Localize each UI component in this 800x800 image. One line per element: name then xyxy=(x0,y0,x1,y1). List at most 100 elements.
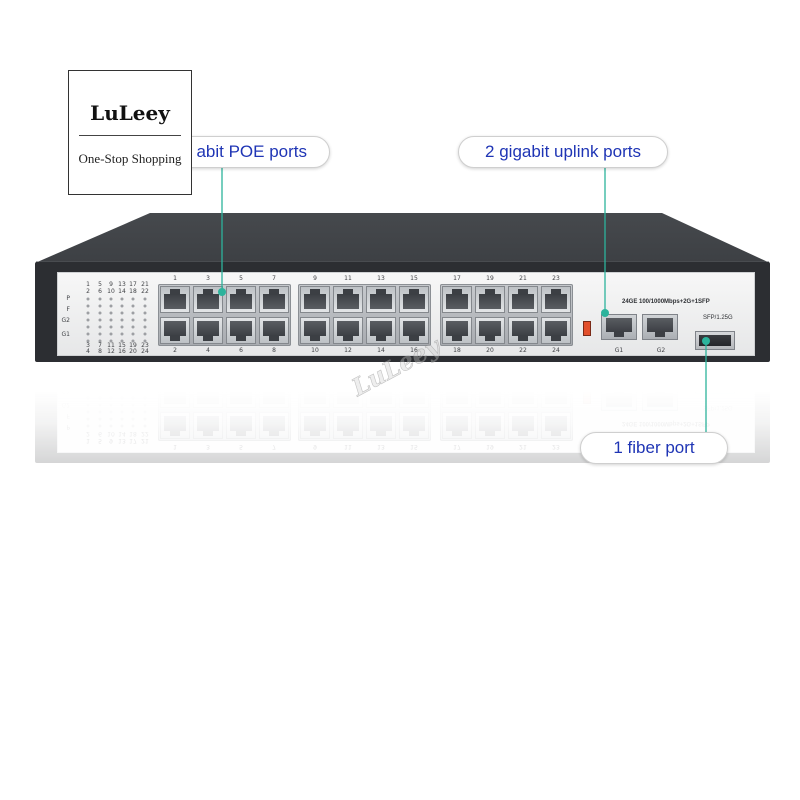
led-indicator xyxy=(143,297,147,301)
led-indicator xyxy=(131,297,135,301)
port-number-label: 15 xyxy=(410,275,418,282)
led-number-label: 3 xyxy=(86,342,90,349)
led-number-label: 16 xyxy=(118,348,126,355)
rj45-port xyxy=(508,317,538,344)
rj45-port xyxy=(259,317,289,344)
rj45-port xyxy=(366,286,396,313)
led-indicator xyxy=(120,304,124,308)
rj45-port xyxy=(300,317,330,344)
led-status-label: F xyxy=(66,306,70,313)
led-number-label: 4 xyxy=(86,348,90,355)
led-status-label: G1 xyxy=(61,331,70,338)
port-number-label: 6 xyxy=(239,347,243,354)
led-indicator xyxy=(143,332,147,336)
led-indicator xyxy=(131,325,135,329)
port-number-label: 7 xyxy=(272,275,276,282)
led-number-label: 8 xyxy=(98,348,102,355)
led-indicator xyxy=(120,339,124,343)
callout-fiber-port: 1 fiber port xyxy=(580,432,728,464)
led-number-label: 24 xyxy=(141,348,149,355)
led-indicator xyxy=(109,339,113,343)
callout-poe-text: abit POE ports xyxy=(196,142,307,161)
port-block xyxy=(298,284,431,346)
led-number-label: 18 xyxy=(129,288,137,295)
brand-name: LuLeey xyxy=(90,101,170,125)
port-number-label: 9 xyxy=(313,275,317,282)
brand-tagline: One-Stop Shopping xyxy=(78,151,182,166)
port-number-label: 2 xyxy=(173,347,177,354)
led-indicator xyxy=(86,318,90,322)
led-indicator xyxy=(86,304,90,308)
led-number-label: 23 xyxy=(141,342,149,349)
port-block xyxy=(440,284,573,346)
port-number-label: 3 xyxy=(206,275,210,282)
rj45-port xyxy=(160,286,190,313)
rj45-port xyxy=(300,286,330,313)
led-indicator xyxy=(98,297,102,301)
rj45-port xyxy=(366,317,396,344)
led-indicator xyxy=(109,332,113,336)
uplink-port-g1 xyxy=(601,314,637,340)
led-indicator xyxy=(109,297,113,301)
led-indicator xyxy=(131,318,135,322)
led-number-label: 7 xyxy=(98,342,102,349)
led-status-label: G2 xyxy=(61,317,70,324)
led-indicator xyxy=(86,311,90,315)
led-indicator xyxy=(86,339,90,343)
port-number-label: 16 xyxy=(410,347,418,354)
port-number-label: 1 xyxy=(173,275,177,282)
led-indicator xyxy=(86,325,90,329)
led-indicator xyxy=(131,332,135,336)
led-indicator xyxy=(109,304,113,308)
rj45-port xyxy=(333,317,363,344)
led-number-label: 15 xyxy=(118,342,126,349)
link-led-indicator xyxy=(584,322,590,335)
led-indicator xyxy=(120,332,124,336)
rj45-port xyxy=(160,317,190,344)
rj45-port xyxy=(442,317,472,344)
port-number-label: 21 xyxy=(519,275,527,282)
led-indicator xyxy=(109,311,113,315)
rj45-port xyxy=(399,317,429,344)
port-number-label: 4 xyxy=(206,347,210,354)
port-number-label: 11 xyxy=(344,275,352,282)
led-indicator xyxy=(143,318,147,322)
led-number-label: 1 xyxy=(86,281,90,288)
led-number-label: 10 xyxy=(107,288,115,295)
led-indicator xyxy=(120,297,124,301)
led-indicator xyxy=(109,318,113,322)
led-number-label: 21 xyxy=(141,281,149,288)
led-indicator xyxy=(131,339,135,343)
model-label: 24GE 100/1000Mbps+2G+1SFP xyxy=(622,299,710,305)
sfp-fiber-port xyxy=(695,331,735,350)
rj45-port xyxy=(442,286,472,313)
led-number-label: 2 xyxy=(86,288,90,295)
led-number-label: 6 xyxy=(98,288,102,295)
callout-fiber-text: 1 fiber port xyxy=(613,438,695,457)
rj45-port xyxy=(541,317,571,344)
led-number-label: 9 xyxy=(109,281,113,288)
led-indicator xyxy=(109,325,113,329)
led-indicator xyxy=(98,318,102,322)
led-number-label: 12 xyxy=(107,348,115,355)
led-indicator xyxy=(143,311,147,315)
led-number-label: 22 xyxy=(141,288,149,295)
port-number-label: 24 xyxy=(552,347,560,354)
led-indicator xyxy=(131,311,135,315)
led-number-label: 11 xyxy=(107,342,115,349)
port-number-label: 18 xyxy=(453,347,461,354)
port-number-label: 19 xyxy=(486,275,494,282)
switch-top-surface xyxy=(35,213,770,263)
rj45-port xyxy=(193,286,223,313)
led-number-label: 20 xyxy=(129,348,137,355)
led-indicator xyxy=(143,325,147,329)
rj45-port xyxy=(508,286,538,313)
led-number-label: 14 xyxy=(118,288,126,295)
rj45-port xyxy=(226,286,256,313)
led-indicator xyxy=(86,332,90,336)
led-number-label: 17 xyxy=(129,281,137,288)
port-number-label: 14 xyxy=(377,347,385,354)
led-indicator xyxy=(120,325,124,329)
